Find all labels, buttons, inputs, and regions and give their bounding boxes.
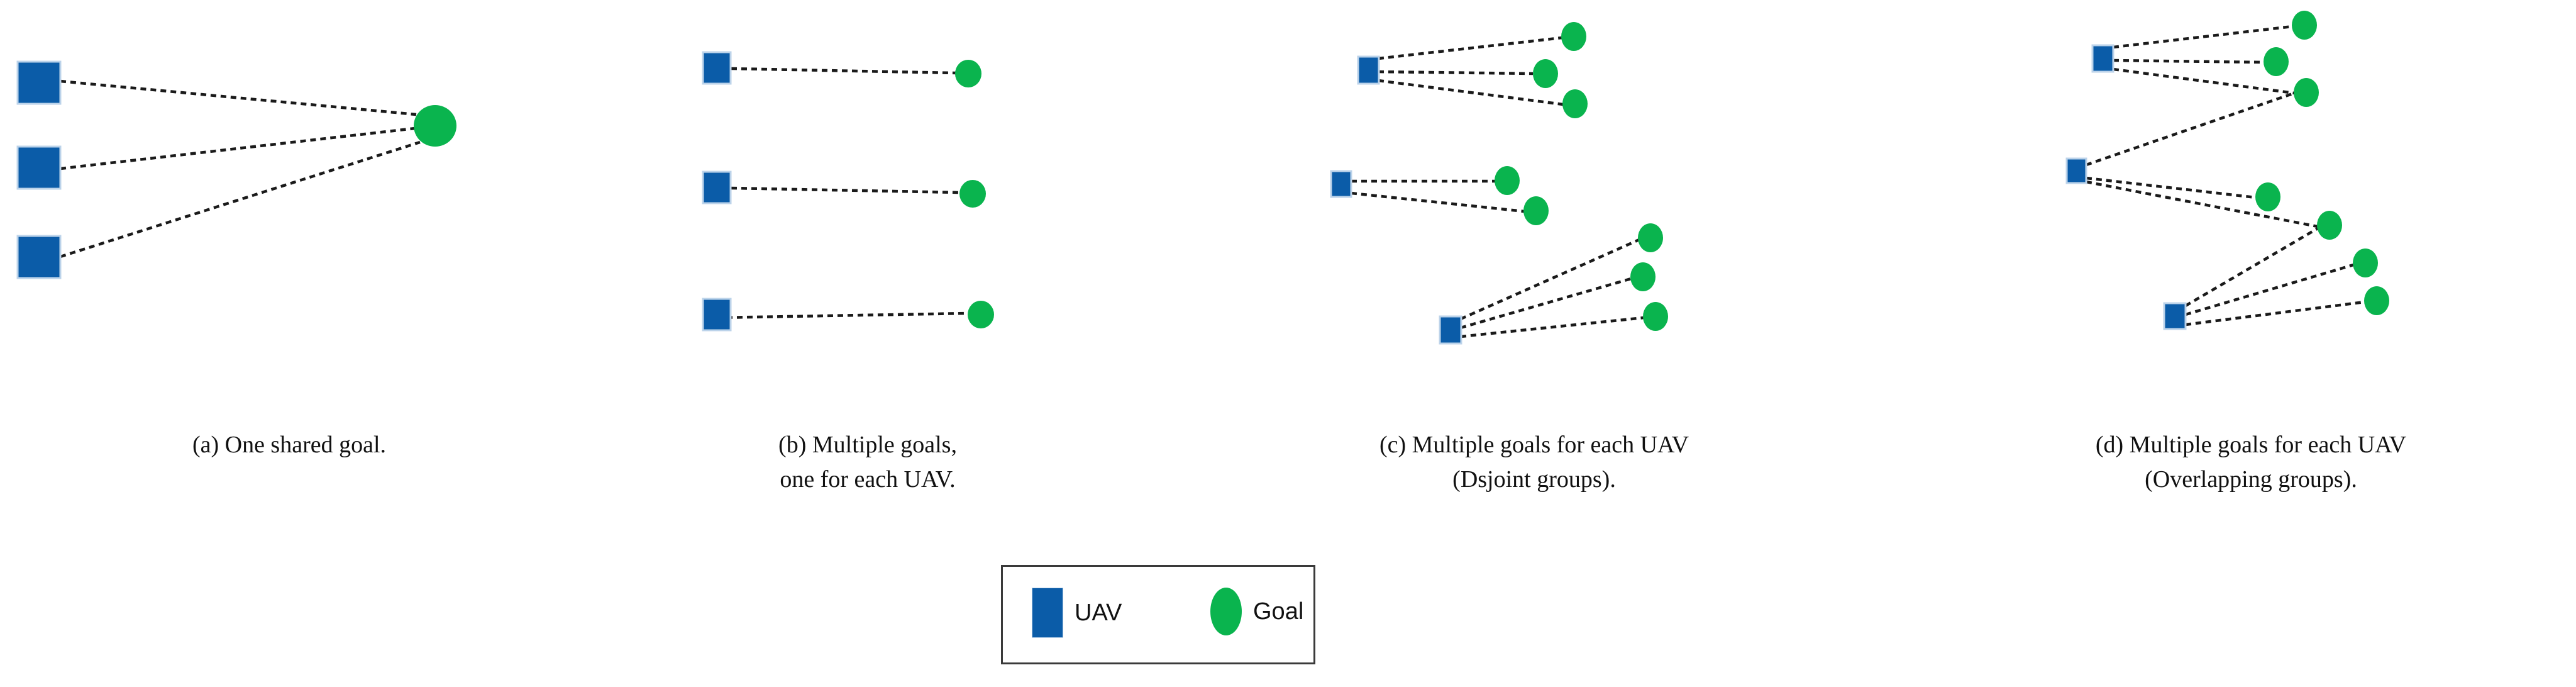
assignment-link	[2113, 25, 2293, 49]
assignment-link	[731, 67, 956, 75]
assignment-link	[1460, 316, 1644, 338]
assignment-link	[2113, 59, 2264, 64]
goal-b-2	[959, 180, 986, 208]
goal-d-5	[2317, 211, 2342, 240]
goal-d-6	[2353, 249, 2378, 277]
assignment-link	[731, 186, 961, 194]
goal-d-7	[2364, 286, 2389, 315]
legend-label-goal: Goal	[1253, 598, 1304, 625]
assignment-link	[60, 140, 421, 259]
assignment-link	[1351, 191, 1525, 213]
uav-b-3	[702, 298, 732, 332]
goal-b-1	[955, 60, 981, 87]
panel-b	[702, 51, 994, 332]
assignment-link	[60, 126, 416, 170]
goal-a-1	[414, 105, 456, 147]
panel-a	[16, 60, 456, 279]
assignment-link	[60, 79, 417, 116]
goal-d-1	[2292, 11, 2317, 40]
uav-c-3	[1439, 315, 1462, 345]
uav-a-1	[16, 60, 62, 105]
panel-caption-d: (d) Multiple goals for each UAV (Overlap…	[2095, 432, 2407, 493]
goal-d-2	[2264, 47, 2289, 76]
assignment-link	[2184, 226, 2320, 307]
assignment-link	[1378, 36, 1562, 60]
goal-d-3	[2294, 78, 2319, 107]
uav-d-1	[2091, 44, 2114, 73]
assignment-link	[1460, 238, 1640, 321]
goal-circle-icon	[1210, 588, 1242, 635]
panel-caption-b: (b) Multiple goals, one for each UAV.	[778, 432, 957, 493]
panel-d	[2065, 11, 2389, 330]
uav-square-icon	[1032, 588, 1063, 638]
uav-b-1	[702, 51, 732, 85]
assignment-link	[2086, 176, 2257, 199]
panel-caption-a: (a) One shared goal.	[192, 432, 387, 458]
uav-a-3	[16, 235, 62, 279]
uav-b-2	[702, 170, 732, 204]
uav-d-2	[2065, 157, 2087, 184]
legend-entry-uav: UAV	[1032, 588, 1122, 638]
uav-d-3	[2163, 302, 2187, 330]
assignment-link	[2185, 300, 2365, 327]
assignment-link	[716, 311, 969, 320]
assignment-link	[2086, 91, 2295, 167]
panel-caption-c: (c) Multiple goals for each UAV (Dsjoint…	[1379, 432, 1689, 493]
legend-box: UAV Goal	[1001, 565, 1315, 664]
assignment-link	[1378, 79, 1564, 106]
legend-label-uav: UAV	[1075, 600, 1122, 626]
assignment-link	[2086, 180, 2318, 228]
legend-entry-goal: Goal	[1210, 588, 1303, 635]
goal-c-5	[1523, 196, 1549, 225]
assignment-link	[2113, 67, 2295, 95]
assignment-link	[1378, 70, 1534, 75]
goal-c-8	[1643, 302, 1668, 331]
panel-c	[1330, 22, 1668, 345]
goal-c-2	[1533, 59, 1558, 88]
goal-b-3	[968, 301, 994, 328]
goal-c-4	[1495, 166, 1520, 195]
goal-c-3	[1562, 89, 1588, 118]
goal-c-1	[1561, 22, 1586, 51]
goal-c-7	[1630, 262, 1656, 291]
goal-c-6	[1638, 223, 1663, 252]
uav-c-1	[1357, 55, 1380, 85]
goal-d-4	[2255, 182, 2280, 211]
assignment-link	[2185, 263, 2354, 316]
uav-a-2	[16, 145, 62, 190]
uav-c-2	[1330, 170, 1352, 198]
